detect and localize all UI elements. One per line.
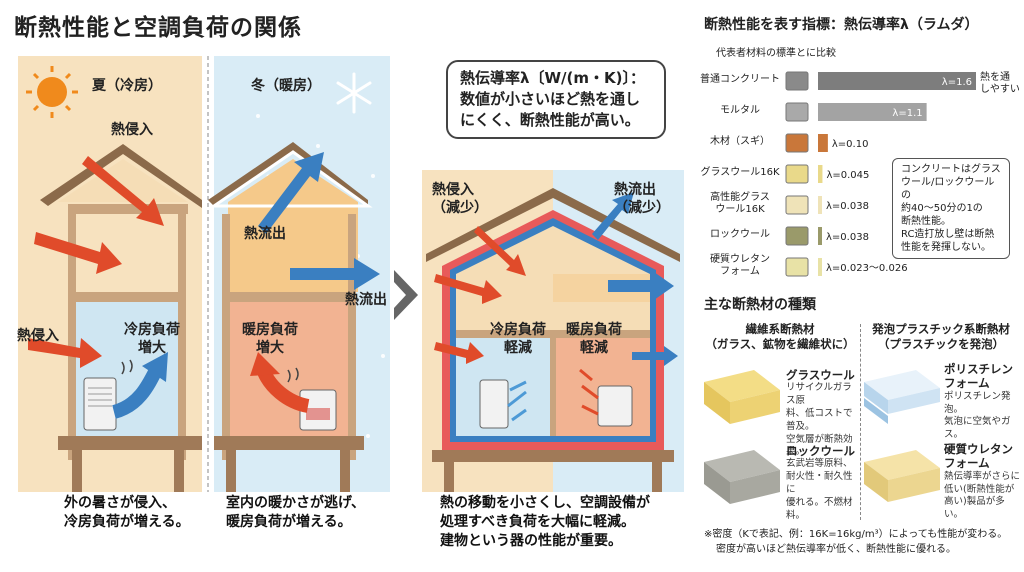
conductivity-subtitle: 代表者材料の標準とに比較 — [716, 48, 836, 59]
urethane-entry: 硬質ウレタンフォーム 熱伝導率がさらに低い(断熱性能が高い)製品が多い。 — [944, 442, 1021, 521]
urethane-sample — [864, 450, 940, 502]
cool-flow-arrows — [507, 380, 527, 422]
value-label: λ=0.10 — [832, 139, 869, 150]
conductivity-title: 断熱性能を表す指標：熱伝導率λ（ラムダ） — [704, 17, 979, 33]
polystyrene-entry: ポリスチレンフォーム ポリスチレン発泡。気泡に空気やガス。 — [944, 362, 1013, 441]
air-conditioner-icon-2 — [479, 379, 509, 429]
air-conditioner-icon — [83, 377, 117, 431]
bar — [818, 72, 976, 90]
summer-label: 夏（冷房） — [92, 78, 162, 94]
material-swatch-icon — [785, 102, 809, 122]
conduct-easily-note: 熱を通しやすい — [980, 72, 1020, 95]
summer-heat-arrows — [28, 156, 164, 368]
bar — [818, 196, 822, 214]
material-swatch-icon — [785, 164, 809, 184]
winter-heat-arrows — [258, 152, 380, 290]
material-swatch-icon — [785, 133, 809, 153]
insulated-house-illustration — [422, 170, 684, 492]
concrete-note-box: コンクリートはグラスウール/ロックウールの約40〜50分の1の 断熱性能。RC造… — [892, 158, 1010, 259]
winter-load-label: 暖房負荷増大 — [242, 322, 298, 356]
value-label: λ=0.023〜0.026 — [826, 263, 908, 274]
rock-wool-entry: ロックウール 玄武岩等原料、耐火性・耐久性に優れる。不燃材料。 — [786, 444, 855, 521]
value-label: λ=0.038 — [826, 232, 869, 243]
value-label: λ=0.038 — [826, 201, 869, 212]
material-swatch-icon — [785, 195, 809, 215]
category-label: モルタル — [720, 104, 760, 116]
reduced-heat-out-label: 熱流出（減少） — [614, 182, 670, 216]
reduced-heat-in-arrows — [434, 226, 526, 364]
heat-load-reduced-label: 暖房負荷軽減 — [566, 322, 622, 356]
page-title: 断熱性能と空調負荷の関係 — [14, 15, 302, 41]
chevron-right-icon — [394, 270, 418, 320]
bar — [818, 258, 822, 276]
summer-heat-in-side-label: 熱侵入 — [17, 328, 59, 344]
foam-column-head: 発泡プラスチック系断熱材（プラスチックを発泡） — [872, 322, 1010, 351]
value-label: λ=1.6 — [942, 77, 972, 88]
category-label: グラスウール16K — [700, 165, 780, 178]
winter-caption: 室内の暖かさが逃げ、暖房負荷が増える。 — [226, 495, 366, 530]
category-label: 硬質ウレタンフォーム — [710, 252, 770, 277]
insulated-caption: 熱の移動を小さくし、空調設備が処理すべき負荷を大幅に軽減。建物という器の性能が重… — [440, 495, 650, 549]
category-label: 高性能グラスウール16K — [710, 190, 770, 215]
density-footnote: ※密度（Kで表記、例：16K=16kg/m³）によっても性能が変わる。密度が高い… — [704, 529, 1008, 555]
summer-heat-in-top-label: 熱侵入 — [111, 122, 153, 138]
glass-wool-entry: グラスウール リサイクルガラス原料、低コストで普及。空気層が断熱効果。 — [786, 368, 855, 458]
fiber-column-head: 繊維系断熱材（ガラス、鉱物を繊維状に） — [705, 322, 855, 351]
bar — [818, 103, 927, 121]
polystyrene-sample — [864, 370, 940, 424]
category-label: ロックウール — [710, 228, 770, 240]
reduced-heat-in-label: 熱侵入（減少） — [432, 182, 488, 216]
bar — [818, 134, 828, 152]
conductivity-bar-chart: 普通コンクリート λ=1.6 モルタル λ=1.1 木材（スギ） λ=0.10 グラスウール… — [700, 71, 976, 277]
sun-icon — [26, 66, 78, 118]
material-swatch-icon — [785, 226, 809, 246]
cool-load-reduced-label: 冷房負荷軽減 — [490, 322, 546, 356]
value-label: λ=1.1 — [892, 108, 922, 119]
warm-flow-arrows — [579, 368, 599, 416]
winter-label: 冬（暖房） — [251, 78, 321, 94]
conductivity-callout: 熱伝導率λ〔W/(m・K)〕：数値が小さいほど熱を通しにくく、断熱性能が高い。 — [446, 60, 666, 139]
materials-samples — [704, 370, 940, 504]
summer-load-label: 冷房負荷増大 — [124, 322, 180, 356]
column-divider — [860, 324, 861, 520]
category-label: 木材（スギ） — [710, 134, 770, 147]
winter-load-arrow — [257, 368, 310, 413]
bar — [818, 227, 822, 245]
winter-heat-out-side-label: 熱流出 — [345, 292, 387, 308]
material-swatch-icon — [785, 71, 809, 91]
category-label: 普通コンクリート — [700, 72, 780, 85]
snowflake-icon — [336, 72, 372, 114]
bar — [818, 165, 823, 183]
glass-wool-sample — [704, 370, 780, 424]
materials-title: 主な断熱材の種類 — [704, 297, 816, 313]
value-label: λ=0.045 — [826, 170, 869, 181]
heater-icon-2 — [597, 385, 633, 427]
summer-caption: 外の暑さが侵入、冷房負荷が増える。 — [64, 495, 190, 530]
summer-load-arrow — [111, 366, 163, 419]
uninsulated-houses-illustration — [18, 56, 390, 492]
material-swatch-icon — [785, 257, 809, 277]
rock-wool-sample — [704, 450, 780, 504]
reduced-heat-out-arrows — [592, 192, 678, 366]
winter-heat-out-top-label: 熱流出 — [244, 226, 286, 242]
